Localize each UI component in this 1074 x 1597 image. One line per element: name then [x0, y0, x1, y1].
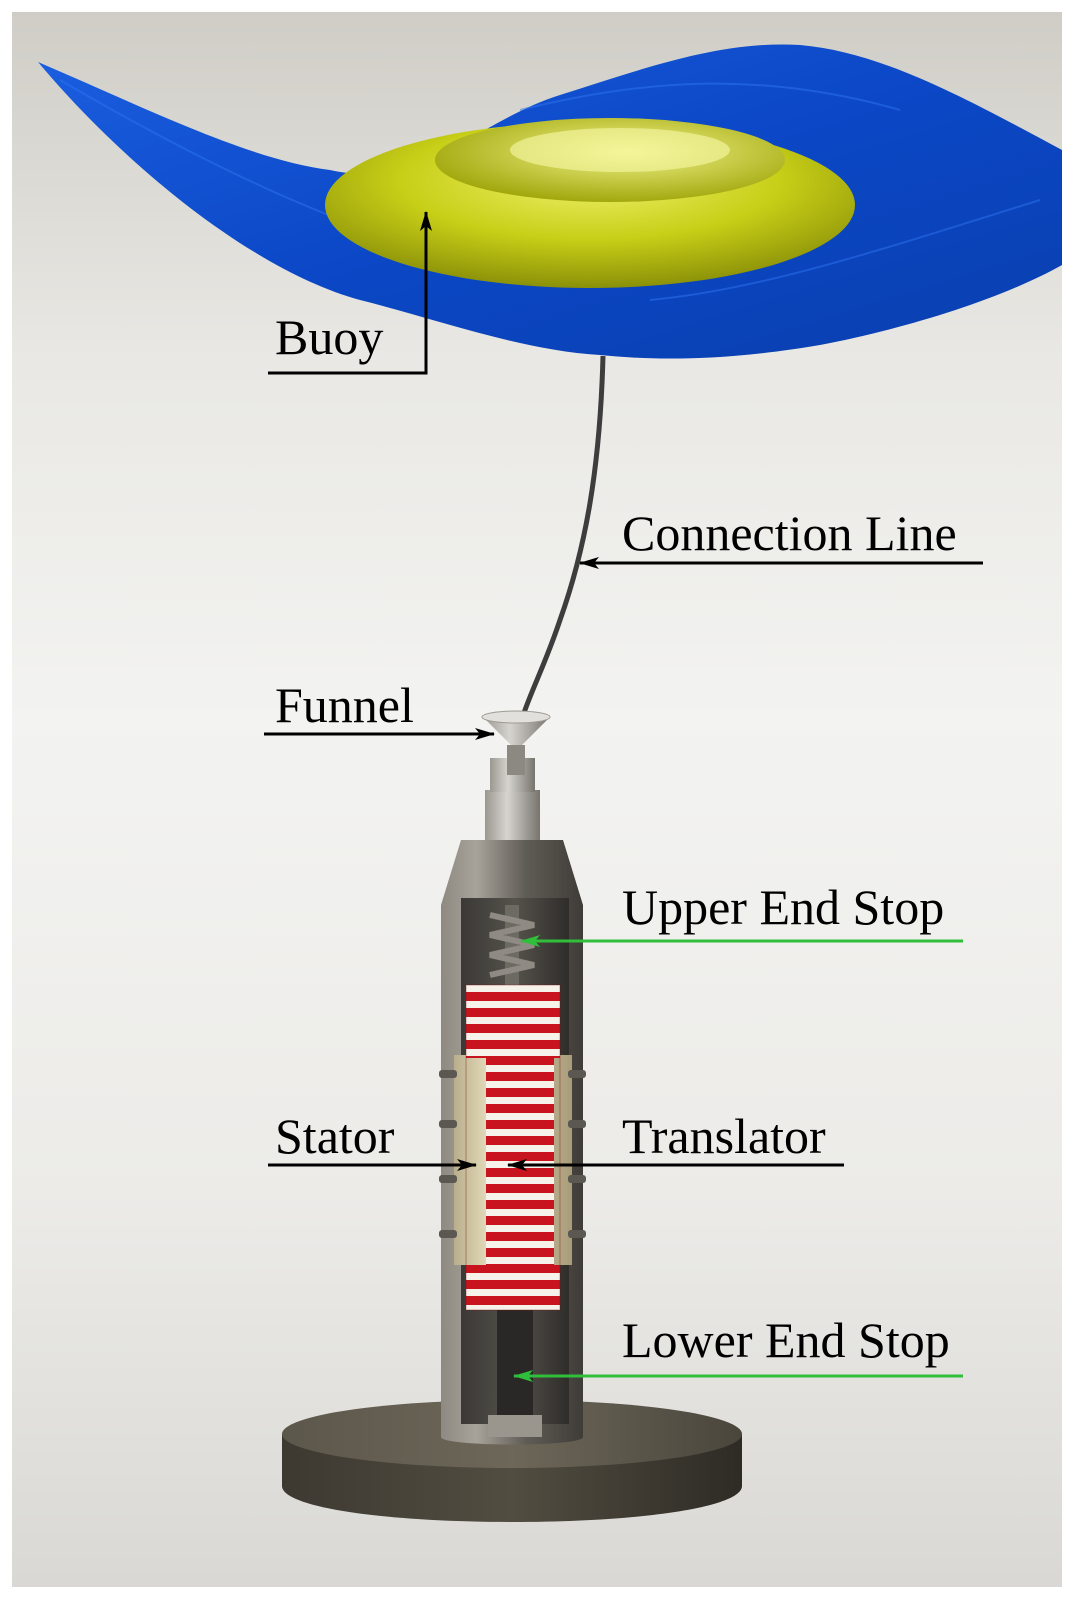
buoy-label: Buoy	[275, 309, 384, 365]
upper-end-stop-label: Upper End Stop	[622, 879, 945, 935]
buoy	[325, 118, 855, 288]
stator-label: Stator	[275, 1108, 395, 1164]
translator-label: Translator	[622, 1108, 826, 1164]
buoy-leader	[268, 211, 432, 375]
connection-line-label: Connection Line	[622, 505, 957, 561]
lower-end-stop-label: Lower End Stop	[622, 1312, 950, 1368]
connection-line-cable	[512, 355, 606, 749]
translator	[465, 984, 561, 1311]
leader-lines	[264, 211, 983, 1382]
funnel	[481, 710, 551, 775]
funnel-label: Funnel	[275, 677, 414, 733]
